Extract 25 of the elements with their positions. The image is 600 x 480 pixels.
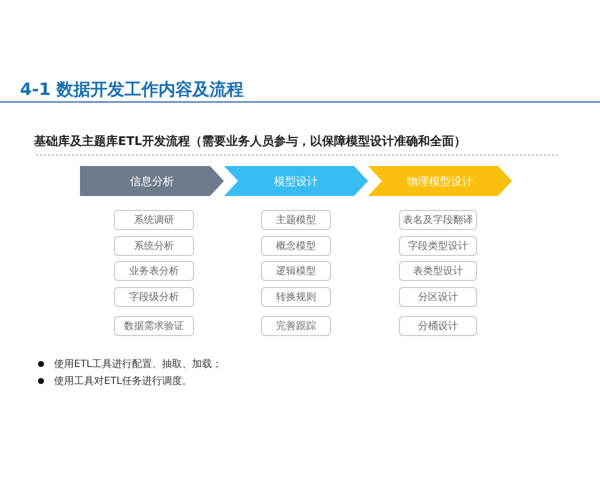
- task-box: 分区设计: [399, 287, 477, 307]
- phase-banner: [368, 166, 512, 196]
- task-box: 字段级分析: [114, 287, 194, 307]
- step-label: 物理模型设计: [407, 174, 473, 188]
- task-box: 完善跟踪: [261, 316, 331, 336]
- task-box: 数据需求验证: [114, 316, 194, 336]
- task-box: 业务表分析: [114, 261, 194, 281]
- page-title: 4-1 数据开发工作内容及流程: [20, 79, 244, 101]
- task-box: 表名及字段翻译: [399, 210, 477, 230]
- step-label: 信息分析: [130, 174, 174, 188]
- task-box: 字段类型设计: [399, 236, 477, 256]
- task-box: 系统分析: [114, 236, 194, 256]
- task-box: 概念模型: [261, 236, 331, 256]
- task-box: 逻辑模型: [261, 261, 331, 281]
- task-box: 主题模型: [261, 210, 331, 230]
- phase-banner: [80, 166, 224, 196]
- section-heading: 基础库及主题库ETL开发流程（需要业务人员参与，以保障模型设计准确和全面）: [34, 133, 466, 150]
- task-box: 表类型设计: [399, 261, 477, 281]
- task-box: 分桶设计: [399, 316, 477, 336]
- bullet-text: 使用ETL工具进行配置、抽取、加载；: [54, 358, 222, 371]
- step-label: 模型设计: [274, 174, 318, 188]
- task-box: 转换规则: [261, 287, 331, 307]
- phase-banner: [224, 166, 368, 196]
- bullet-text: 使用工具对ETL任务进行调度。: [54, 374, 192, 388]
- task-box: 系统调研: [114, 210, 194, 230]
